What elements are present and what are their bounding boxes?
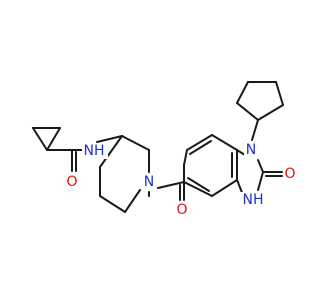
double-bond (187, 177, 210, 192)
bond (257, 159, 264, 173)
bond (236, 81, 249, 104)
urea-oxygen-label: O (284, 166, 295, 182)
ketone-oxygen-label: O (176, 202, 187, 218)
benzimidazole-n1-label: N (246, 142, 256, 158)
bond (183, 149, 188, 166)
bond (257, 104, 284, 121)
bond (121, 135, 150, 151)
amide-nh-label: NH (84, 143, 105, 159)
bond (46, 127, 61, 151)
bond (32, 127, 48, 151)
bond (124, 189, 141, 213)
bond (99, 135, 123, 168)
bond (236, 149, 246, 156)
bond (275, 81, 284, 106)
bond (183, 181, 213, 197)
bond (257, 171, 264, 191)
bond (157, 181, 185, 189)
bond (251, 119, 259, 141)
bond (211, 134, 238, 151)
molecule-canvas: NH O N O N O NH (32, 81, 296, 218)
bond (236, 102, 259, 121)
amide-oxygen-label: O (66, 174, 77, 190)
bond (96, 135, 123, 143)
bond (99, 195, 126, 213)
benzimidazole-nh-label: NH (243, 192, 264, 208)
bond (211, 179, 238, 197)
bond (186, 134, 213, 151)
structure-diagram: NH O N O N O NH (32, 81, 296, 218)
piperidine-nitrogen-label: N (144, 174, 154, 190)
double-bond (189, 140, 212, 155)
